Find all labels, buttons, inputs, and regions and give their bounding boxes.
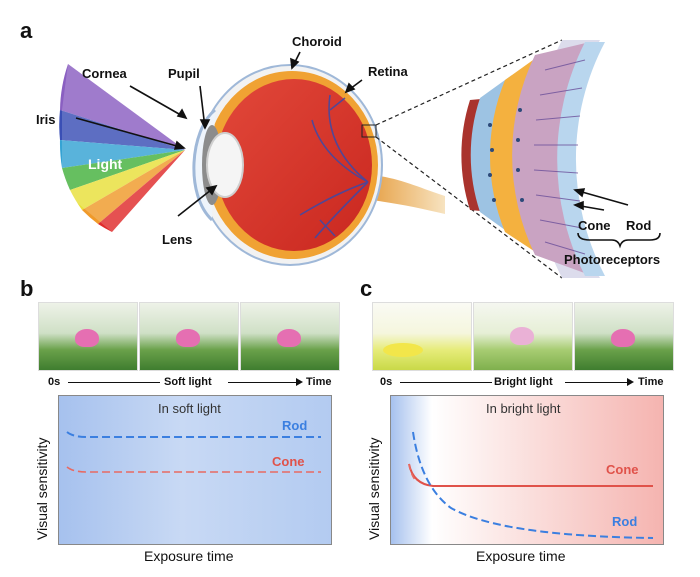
timeline-b-arrowhead: [296, 378, 303, 386]
chart-c-cone-label: Cone: [606, 462, 639, 477]
chart-bright-light: [390, 395, 664, 545]
chart-c-ylabel: Visual sensitivity: [366, 437, 382, 540]
light-spectrum: [59, 64, 185, 232]
label-cone: Cone: [578, 218, 611, 233]
chart-b-ylabel: Visual sensitivity: [34, 437, 50, 540]
panel-label-a: a: [20, 18, 33, 43]
label-lens: Lens: [162, 232, 193, 247]
label-iris: Iris: [36, 112, 56, 127]
timeline-b-end: Time: [306, 376, 332, 388]
chart-c-subtitle: In bright light: [486, 401, 561, 416]
chart-b-cone-label: Cone: [272, 454, 305, 469]
timeline-c-arrow-left: [400, 382, 492, 383]
cone-curve-soft: [66, 466, 321, 473]
timeline-c-label: Bright light: [494, 376, 553, 388]
timeline-b-label: Soft light: [164, 376, 212, 388]
soft-light-photo-1: [38, 302, 138, 371]
rod-curve-soft: [66, 431, 321, 438]
chart-b-subtitle: In soft light: [158, 401, 221, 416]
chart-b-xlabel: Exposure time: [144, 548, 234, 564]
timeline-c-arrowhead: [627, 378, 634, 386]
chart-b-rod-label: Rod: [282, 418, 308, 433]
panel-label-b: b: [20, 276, 34, 301]
chart-soft-light: [58, 395, 332, 545]
chart-c-rod-label: Rod: [612, 514, 638, 529]
timeline-c-start: 0s: [380, 376, 393, 388]
bright-light-photo-2: [473, 302, 573, 371]
eye-diagram: [59, 39, 661, 279]
label-pupil: Pupil: [168, 66, 200, 81]
rod-curve-bright: [412, 431, 654, 539]
timeline-b-arrow-right: [228, 382, 298, 383]
cone-curve-bright-dash: [408, 463, 418, 483]
label-light: Light: [88, 156, 123, 172]
soft-light-photo-2: [139, 302, 239, 371]
soft-light-photo-3: [240, 302, 340, 371]
chart-c-xlabel: Exposure time: [476, 548, 566, 564]
timeline-c-arrow-right: [565, 382, 629, 383]
panel-label-c: c: [360, 276, 373, 301]
bright-light-photo-3: [574, 302, 674, 371]
label-photoreceptors: Photoreceptors: [564, 252, 661, 267]
label-retina: Retina: [368, 64, 408, 79]
label-cornea: Cornea: [82, 66, 127, 81]
label-choroid: Choroid: [292, 34, 342, 49]
retina-cross-section: [461, 40, 605, 278]
timeline-b-start: 0s: [48, 376, 61, 388]
bright-light-photo-1: [372, 302, 472, 371]
label-rod: Rod: [626, 218, 652, 233]
timeline-c-end: Time: [638, 376, 664, 388]
timeline-b-arrow-left: [68, 382, 160, 383]
